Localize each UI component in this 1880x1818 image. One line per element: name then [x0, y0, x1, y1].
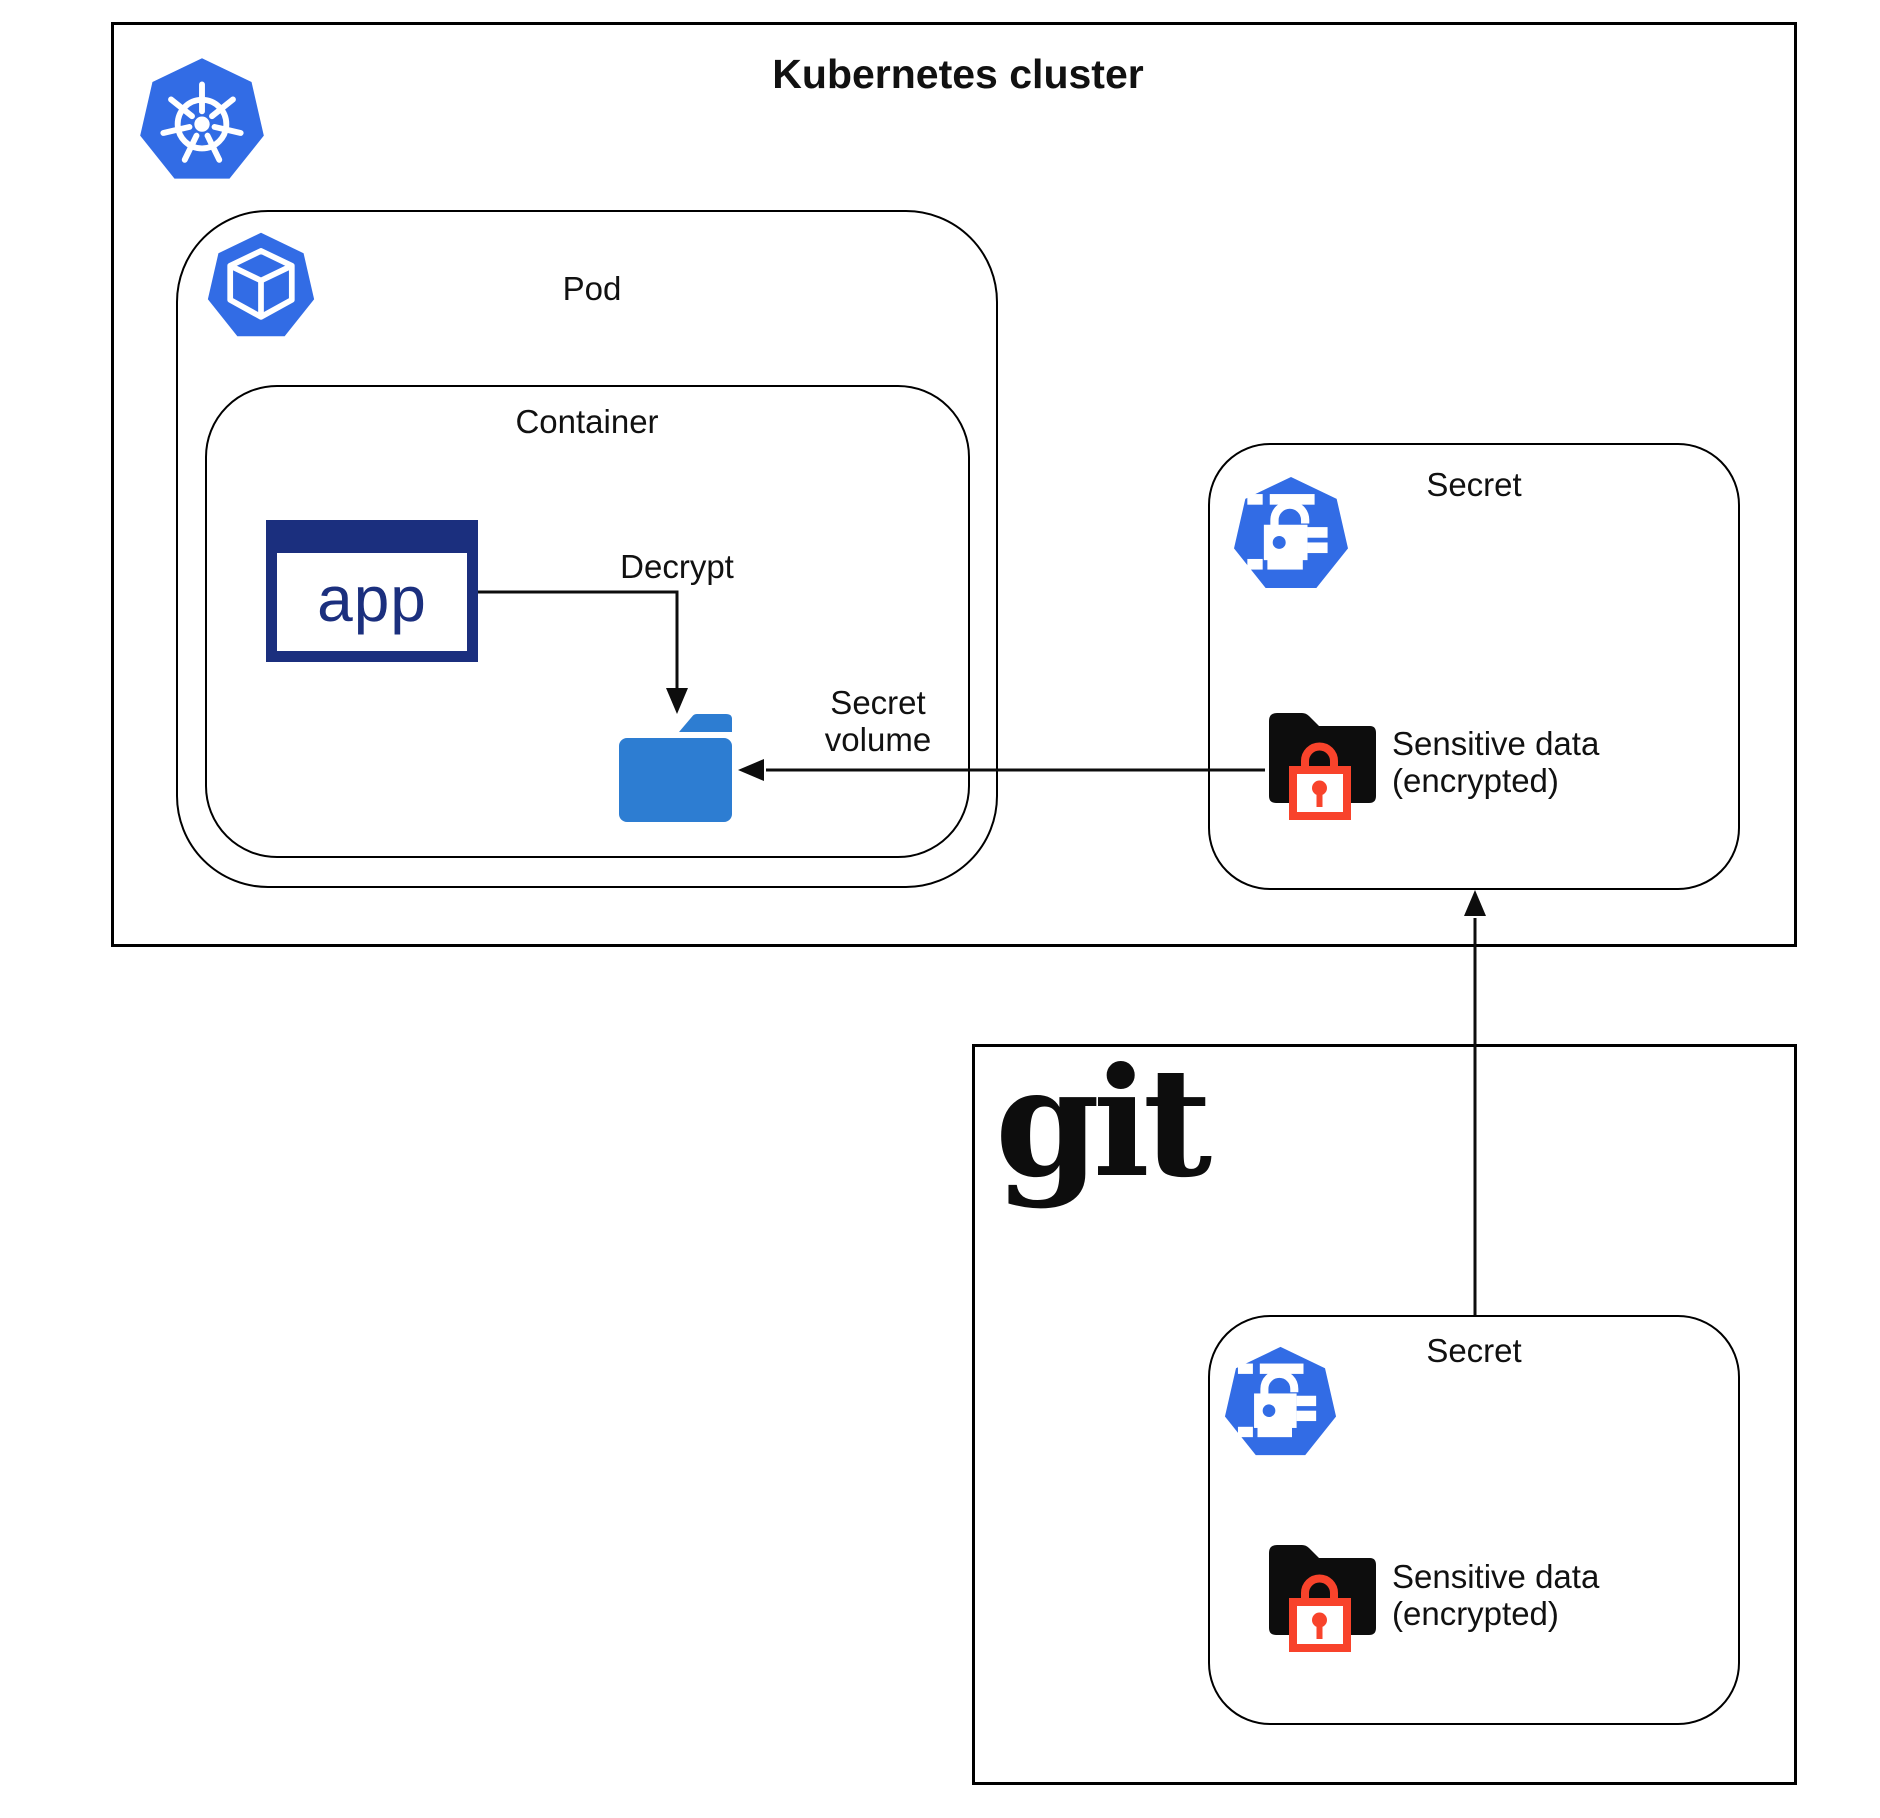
- secret-volume-folder-icon: [619, 714, 732, 822]
- kubernetes-logo-icon: [140, 58, 264, 179]
- container-label: Container: [515, 403, 659, 440]
- lock-icon: [1289, 1574, 1351, 1652]
- secret-icon: [1234, 476, 1348, 588]
- app-window-icon: app: [266, 520, 478, 662]
- git-secret-title: Secret: [1426, 1332, 1522, 1369]
- app-label: app: [317, 563, 427, 635]
- encrypted-folder-icon: [1269, 713, 1376, 820]
- cluster-secret-data-label: Sensitive data(encrypted): [1392, 725, 1600, 799]
- pod-label: Pod: [562, 270, 622, 307]
- pod-icon: [207, 232, 315, 337]
- app-window-titlebar: [277, 531, 467, 553]
- decrypt-flow-label: Decrypt: [620, 548, 734, 585]
- kubernetes-cluster-title: Kubernetes cluster: [772, 51, 1144, 97]
- git-logo: git: [995, 1035, 1212, 1211]
- lock-icon: [1289, 742, 1351, 820]
- encrypted-folder-icon: [1269, 1545, 1376, 1652]
- git-secret-data-label: Sensitive data(encrypted): [1392, 1558, 1600, 1632]
- secret-icon: [1224, 1346, 1337, 1456]
- cluster-secret-title: Secret: [1426, 466, 1522, 503]
